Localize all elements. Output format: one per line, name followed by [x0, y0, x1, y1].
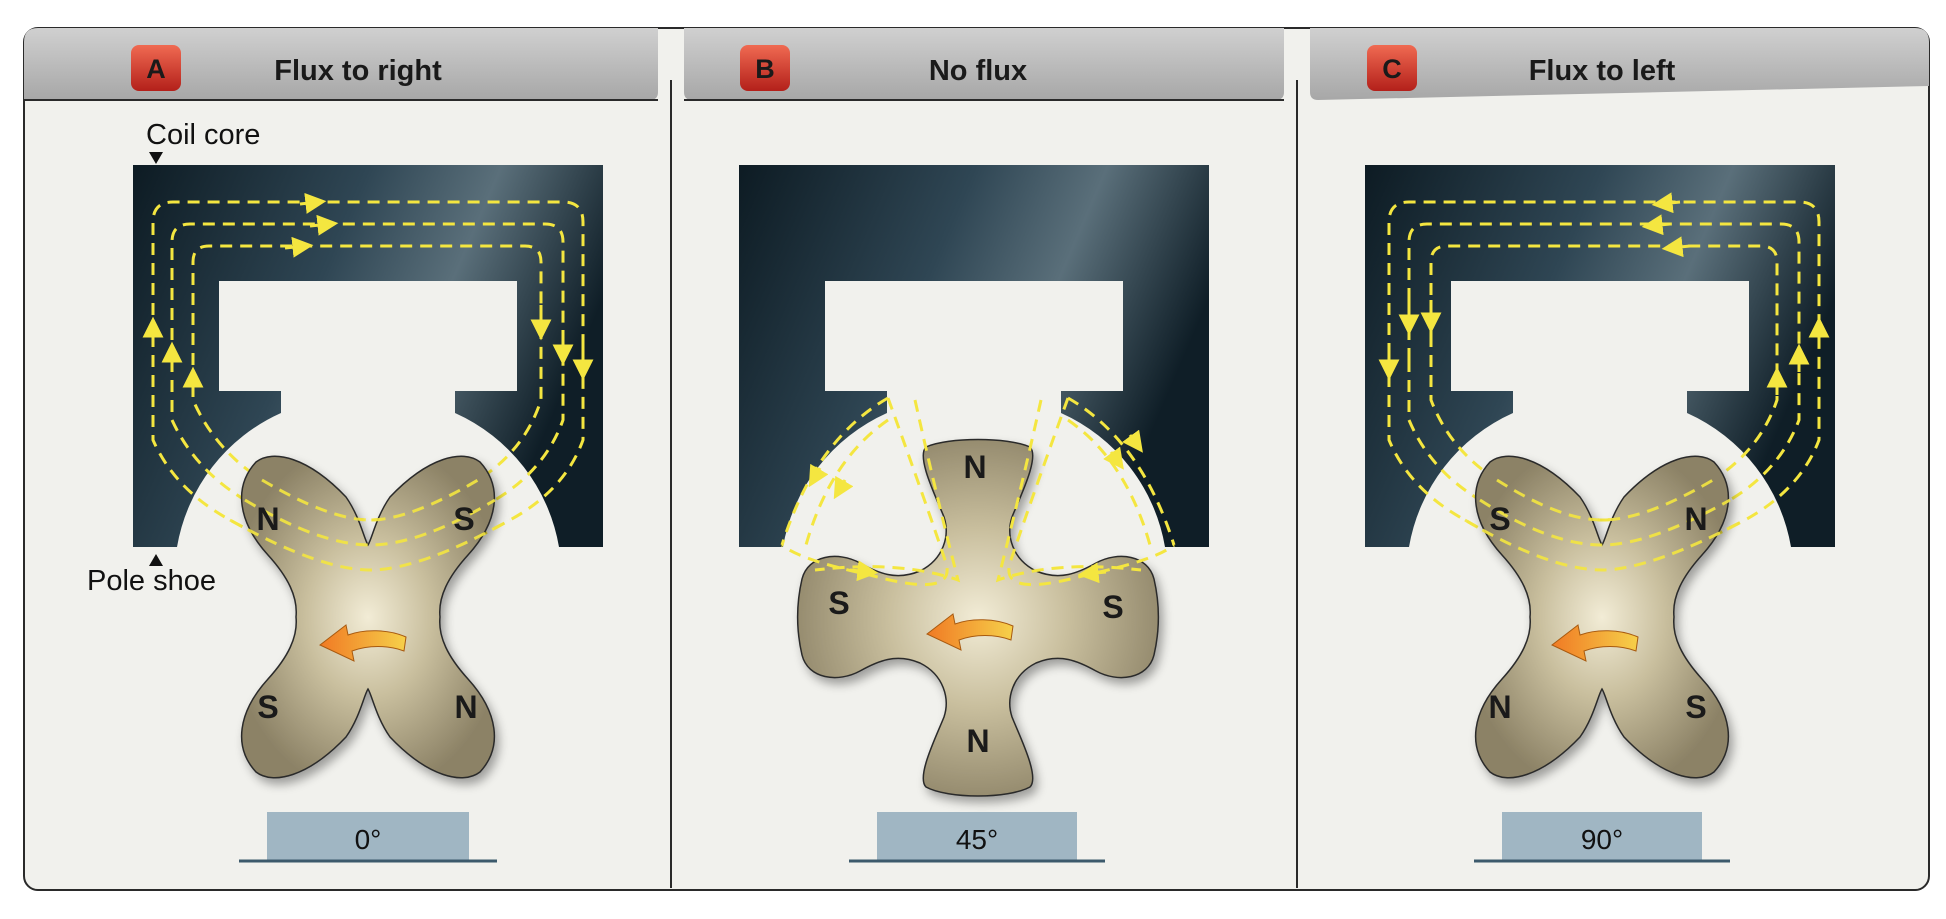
pole-label: N: [256, 501, 279, 537]
panel-c: C Flux to left: [1365, 45, 1835, 863]
pole-label: S: [453, 501, 474, 537]
pole-label: N: [1684, 501, 1707, 537]
angle-label: 90°: [1581, 824, 1623, 855]
pole-label: S: [1489, 501, 1510, 537]
pointer-icon: [149, 152, 163, 164]
pointer-icon: [149, 554, 163, 566]
panel-b-title: No flux: [929, 55, 1027, 87]
flux-lines: [780, 396, 1176, 587]
angle-label: 0°: [355, 824, 382, 855]
pole-label: S: [1685, 689, 1706, 725]
angle-box: [267, 812, 469, 860]
coil-core-label: Coil core: [146, 119, 260, 151]
angle-label: 45°: [956, 824, 998, 855]
pole-label: S: [828, 585, 849, 621]
badge-a: A: [131, 45, 181, 91]
pole-label: N: [454, 689, 477, 725]
panel-c-title: Flux to left: [1529, 55, 1676, 87]
panel-b: B No flux N S S N 45°: [739, 45, 1209, 863]
pole-shoe-label: Pole shoe: [87, 565, 216, 597]
badge-b: B: [740, 45, 790, 91]
panel-a: A Flux to right: [87, 45, 603, 863]
panel-header-b: [684, 28, 1284, 100]
badge-a-letter: A: [146, 54, 166, 84]
panel-a-title: Flux to right: [274, 55, 442, 87]
badge-c-letter: C: [1382, 54, 1402, 84]
pole-label: N: [966, 723, 989, 759]
pole-label: N: [963, 449, 986, 485]
pole-label: N: [1488, 689, 1511, 725]
badge-b-letter: B: [755, 54, 775, 84]
pole-label: S: [257, 689, 278, 725]
angle-box: [877, 812, 1077, 860]
angle-box: [1502, 812, 1702, 860]
pole-label: S: [1102, 589, 1123, 625]
badge-c: C: [1367, 45, 1417, 91]
panel-header-c: [1310, 28, 1929, 100]
panel-header-a: [24, 28, 658, 100]
